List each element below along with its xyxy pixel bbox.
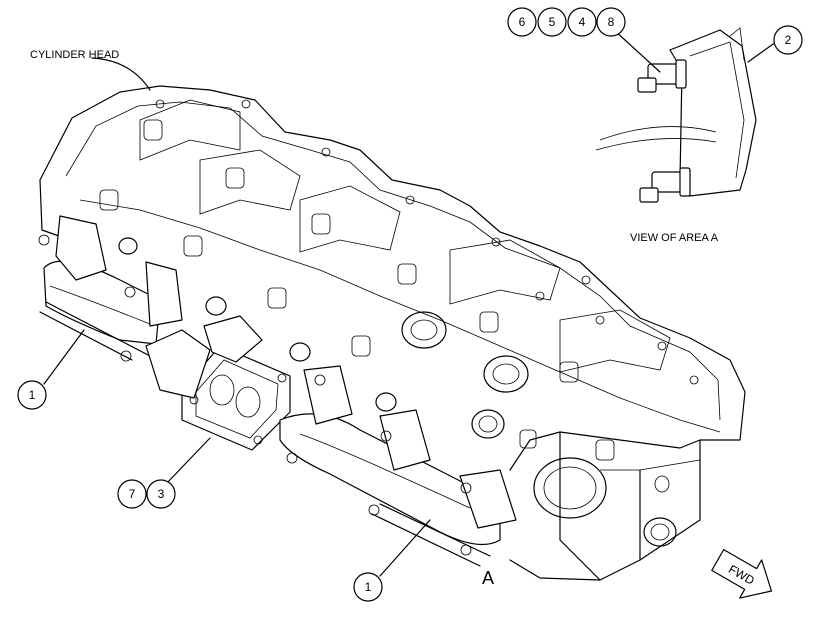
callout-2: 2 [773, 25, 803, 55]
view-of-area-label: VIEW OF AREA A [630, 232, 719, 244]
callout-7: 7 [117, 479, 147, 509]
exhaust-manifold-rear [38, 215, 183, 362]
cylinder-head [39, 85, 746, 581]
exhaust-manifold-front [279, 365, 517, 567]
callout-5: 5 [537, 7, 567, 37]
svg-text:3: 3 [158, 487, 165, 501]
callout-3: 3 [146, 479, 176, 509]
callout-8: 8 [596, 7, 626, 37]
svg-text:2: 2 [785, 33, 792, 47]
fwd-arrow: FWD [711, 549, 773, 599]
svg-text:7: 7 [129, 487, 136, 501]
leader-lines [43, 29, 777, 577]
cylinder-head-label: CYLINDER HEAD [30, 49, 119, 61]
svg-text:1: 1 [365, 580, 372, 594]
svg-text:6: 6 [519, 15, 526, 29]
callout-6: 6 [507, 7, 537, 37]
svg-text:4: 4 [579, 15, 586, 29]
detail-view-a [595, 27, 757, 203]
gasket-flange [145, 315, 291, 451]
svg-text:5: 5 [549, 15, 556, 29]
svg-text:1: 1 [29, 388, 36, 402]
callout-1-bottom: 1 [353, 572, 383, 602]
callout-4: 4 [567, 7, 597, 37]
svg-text:8: 8 [608, 15, 615, 29]
callout-1-left: 1 [17, 380, 47, 410]
area-a-label: A [482, 568, 494, 588]
